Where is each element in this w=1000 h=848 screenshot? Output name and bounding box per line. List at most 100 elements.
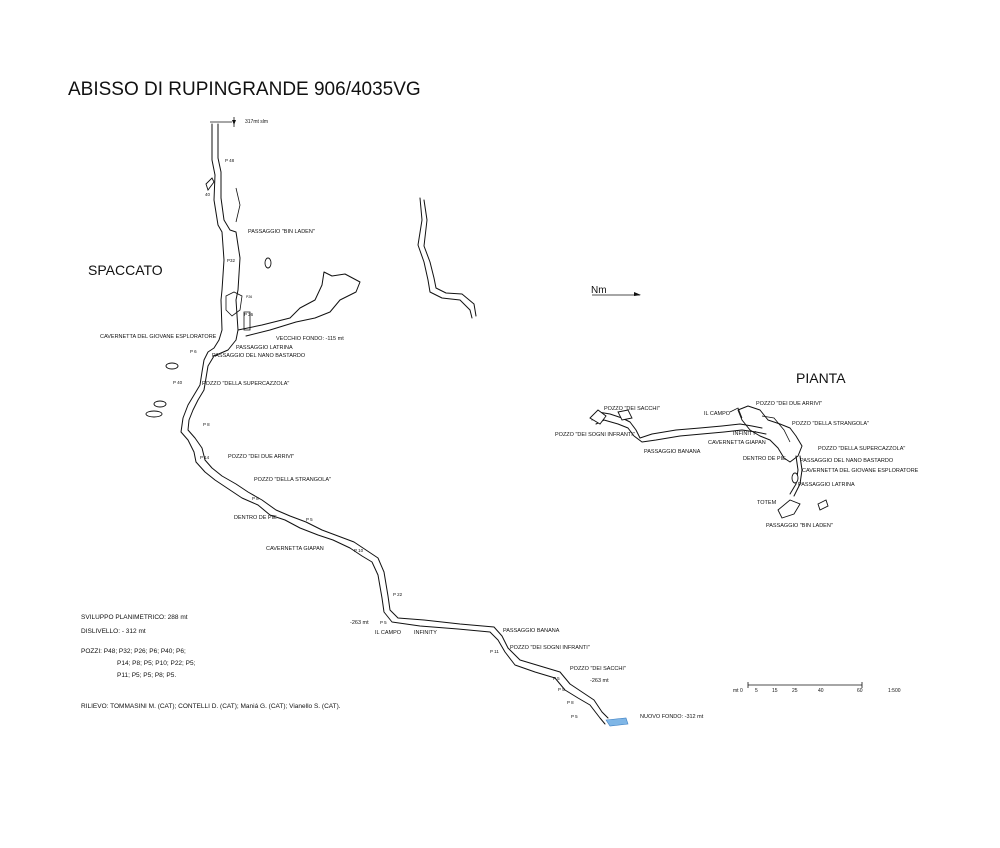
label-p22: P 22: [393, 592, 403, 597]
label-p10: P 10: [354, 548, 364, 553]
label-p32: P32: [227, 258, 236, 263]
label-p26-side: P26: [246, 295, 252, 299]
scale-bar: mt 0 5 15 25 40 60 1:500: [733, 682, 901, 694]
section-spaccato-label: SPACCATO: [88, 262, 163, 278]
plan-label-cavernetta-giovane: CAVERNETTA DEL GIOVANE ESPLORATORE: [802, 468, 919, 474]
plan-label-dei-sacchi: POZZO "DEI SACCHI": [604, 406, 660, 412]
plan-label-passaggio-banana: PASSAGGIO BANANA: [644, 449, 701, 455]
label-infinity: INFINITY: [414, 630, 437, 636]
pianta-labels: POZZO "DEI SACCHI" POZZO "DEI SOGNI INFR…: [555, 401, 919, 529]
label-p40-top: 40: [205, 192, 211, 197]
plan-label-bin-laden: PASSAGGIO "BIN LADEN": [766, 523, 833, 529]
plan-label-nano-bastardo: PASSAGGIO DEL NANO BASTARDO: [800, 458, 894, 464]
label-latrina: PASSAGGIO LATRINA: [236, 345, 293, 351]
label-dei-due-arrivi: POZZO "DEI DUE ARRIVI": [228, 454, 294, 460]
label-dei-sacchi: POZZO "DEI SACCHI": [570, 666, 626, 672]
plan-label-cavernetta-giapan: CAVERNETTA GIAPAN: [708, 440, 766, 446]
chamber-blob: [145, 410, 163, 418]
info-rilievo: RILIEVO: TOMMASINI M. (CAT); CONTELLI D.…: [81, 703, 341, 710]
pianta-passage-lower: [595, 419, 767, 443]
scale-tick-40: 40: [818, 688, 824, 694]
info-pozzi-1: POZZI: P48; P32; P26; P6; P40; P6;: [81, 648, 186, 655]
label-cavernetta-giovane: CAVERNETTA DEL GIOVANE ESPLORATORE: [100, 334, 217, 340]
chamber-blob: [205, 177, 215, 191]
label-nano-bastardo: PASSAGGIO DEL NANO BASTARDO: [212, 353, 306, 359]
label-bin-laden: PASSAGGIO "BIN LADEN": [248, 229, 315, 235]
sump-water: [605, 717, 629, 727]
label-p8-b: P 8: [252, 496, 259, 501]
plan-label-dentro-de-pie: DENTRO DE PIE: [743, 456, 786, 462]
north-arrow-head-icon: [634, 292, 641, 296]
label-p5-d: P 5: [558, 687, 565, 692]
plan-label-latrina: PASSAGGIO LATRINA: [798, 482, 855, 488]
pianta-chamber: [817, 499, 829, 511]
label-supercazzola: POZZO "DELLA SUPERCAZZOLA": [202, 381, 289, 387]
label-passaggio-banana: PASSAGGIO BANANA: [503, 628, 560, 634]
scale-tick-0: mt 0: [733, 688, 743, 694]
side-chamber: [243, 311, 251, 331]
label-p5-a: P 5: [306, 517, 313, 522]
info-pozzi-2: P14; P8; P5; P10; P22; P5;: [117, 660, 196, 667]
chamber-blob: [153, 400, 167, 408]
plan-label-della-strangola: POZZO "DELLA STRANGOLA": [792, 421, 869, 427]
elevation-label: 317mt slm: [245, 119, 268, 125]
label-p8-a: P 8: [203, 422, 210, 427]
scale-tick-15: 15: [772, 688, 778, 694]
label-della-strangola: POZZO "DELLA STRANGOLA": [254, 477, 331, 483]
label-sogni-infranti: POZZO "DEI SOGNI INFRANTI": [510, 645, 590, 651]
label-p14: P 14: [200, 455, 210, 460]
label-p5-e: P 5: [571, 714, 578, 719]
label-minus263-b: -263 mt: [590, 678, 609, 684]
spaccato-upper-branch: [237, 271, 361, 337]
spaccato-isolated-passage: [417, 197, 477, 319]
section-pianta-label: PIANTA: [796, 370, 846, 386]
plan-label-supercazzola: POZZO "DELLA SUPERCAZZOLA": [818, 446, 905, 452]
north-arrow: Nm: [591, 285, 641, 296]
label-p11: P 11: [490, 649, 499, 654]
plan-label-totem: TOTEM: [757, 500, 777, 506]
pianta-chamber: [791, 472, 799, 484]
label-cavernetta-giapan: CAVERNETTA GIAPAN: [266, 546, 324, 552]
label-p5-b: P 5: [380, 620, 387, 625]
scale-ratio: 1:500: [888, 688, 901, 694]
pianta-totem-chamber: [777, 499, 801, 519]
label-minus263: -263 mt: [350, 620, 369, 626]
scale-tick-60: 60: [857, 688, 863, 694]
label-p48: P 48: [225, 158, 235, 163]
side-passage: [235, 187, 241, 223]
label-p6: P 6: [190, 349, 197, 354]
pianta-inner-passage: [729, 407, 743, 419]
label-dentro-de-pie: DENTRO DE PIE: [234, 515, 277, 521]
north-arrow-label: Nm: [591, 285, 607, 296]
pianta-section: [589, 405, 829, 519]
plan-label-sogni-infranti: POZZO "DEI SOGNI INFRANTI": [555, 432, 635, 438]
chamber-blob: [165, 362, 179, 370]
spaccato-right-wall: [187, 123, 609, 719]
label-p40: P 40: [173, 380, 183, 385]
scale-tick-25: 25: [792, 688, 798, 694]
pianta-passage-upper: [591, 411, 763, 439]
pianta-inner-passage: [761, 415, 791, 443]
side-chamber: [225, 291, 243, 317]
plan-label-infinity: INFINITY: [733, 431, 756, 437]
label-vecchio-fondo: VECCHIO FONDO: -115 mt: [276, 336, 344, 342]
info-dislivello: DISLIVELLO: - 312 mt: [81, 628, 146, 635]
pianta-chamber: [589, 409, 607, 425]
survey-info: SVILUPPO PLANIMETRICO: 288 mt DISLIVELLO…: [81, 614, 341, 710]
label-p8-c: P 8: [567, 700, 574, 705]
scale-tick-5: 5: [755, 688, 758, 694]
spaccato-left-wall: [180, 123, 606, 725]
label-p26: P 26: [244, 312, 254, 317]
spaccato-labels: P 48 40 PASSAGGIO "BIN LADEN" P32 P 26 P…: [100, 158, 704, 720]
label-il-campo: IL CAMPO: [375, 630, 402, 636]
plan-label-dei-due-arrivi: POZZO "DEI DUE ARRIVI": [756, 401, 822, 407]
spaccato-section: 317mt slm: [145, 117, 629, 727]
label-p5-c: P 5: [553, 676, 560, 681]
chamber-blob: [264, 257, 272, 269]
info-pozzi-3: P11; P5; P5; P8; P5.: [117, 672, 176, 679]
plan-label-il-campo: IL CAMPO: [704, 411, 731, 417]
pianta-chamber: [617, 409, 633, 421]
survey-title: ABISSO DI RUPINGRANDE 906/4035VG: [68, 79, 421, 100]
info-sviluppo: SVILUPPO PLANIMETRICO: 288 mt: [81, 614, 188, 621]
